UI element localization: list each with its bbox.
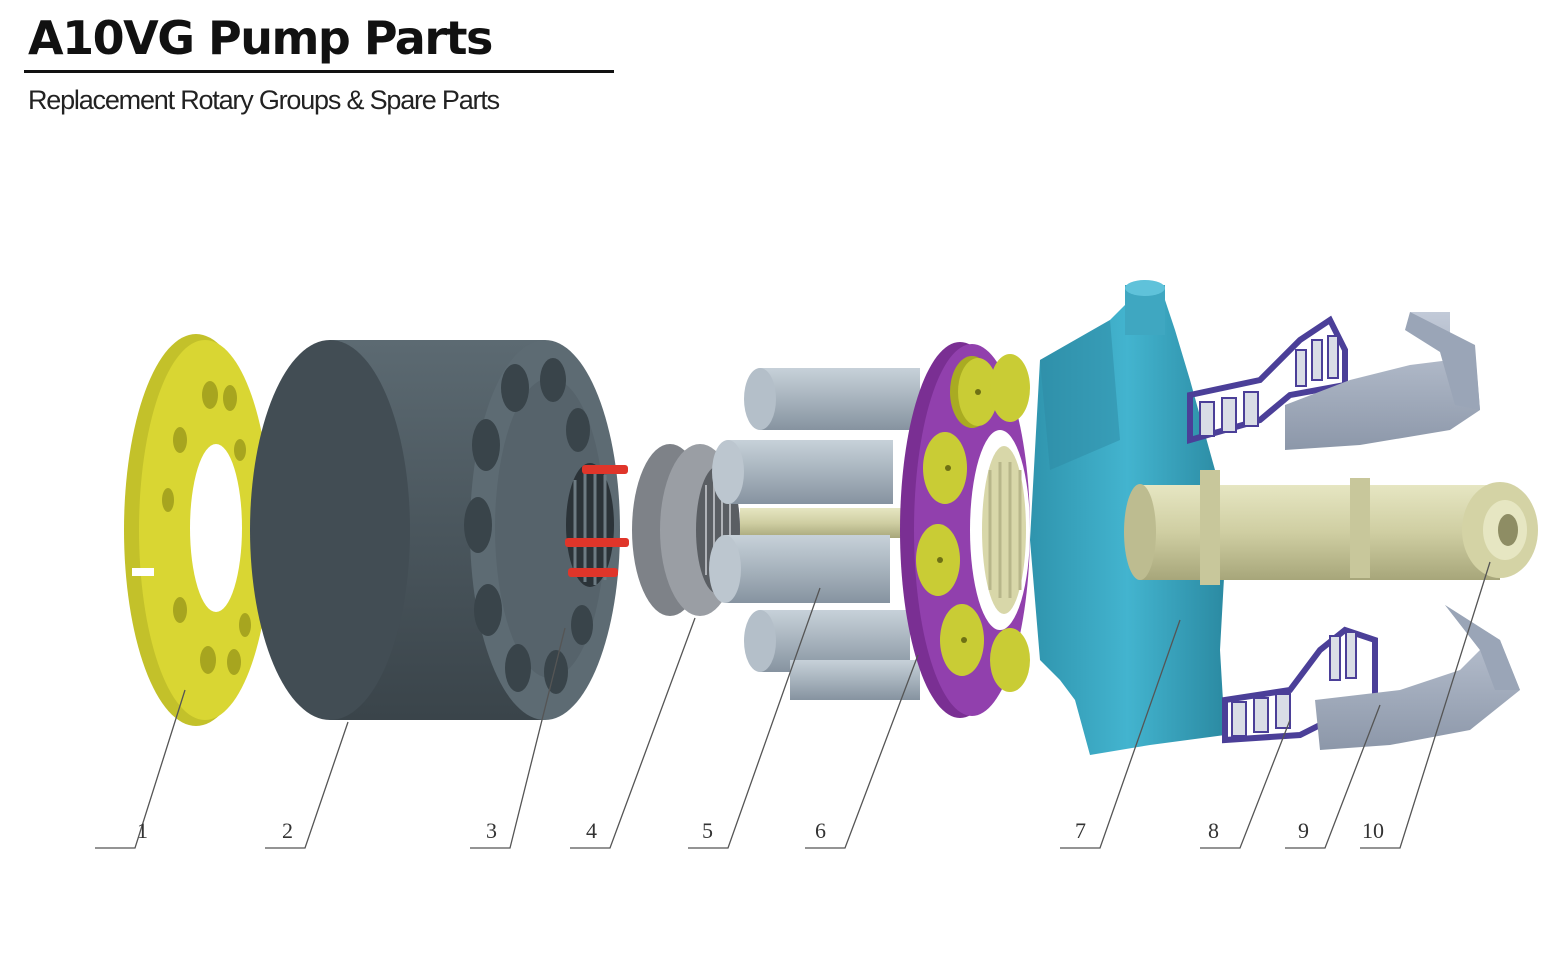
- callout-5: 5: [702, 818, 713, 843]
- callout-4: 4: [586, 818, 597, 843]
- callout-1: 1: [137, 818, 148, 843]
- callout-10: 10: [1362, 818, 1384, 843]
- callout-labels: 1 2 3 4 5 6 7 8 9 10: [137, 818, 1384, 843]
- slippers: [916, 354, 1030, 692]
- pistons-front: [709, 440, 893, 603]
- page-title: A10VG Pump Parts: [28, 11, 493, 65]
- pistons-part: [744, 368, 920, 700]
- spring-pins-part: [565, 465, 629, 577]
- header: A10VG Pump Parts Replacement Rotary Grou…: [24, 8, 614, 116]
- page-subtitle: Replacement Rotary Groups & Spare Parts: [28, 85, 500, 115]
- callout-6: 6: [815, 818, 826, 843]
- bearing-shell-part: [1285, 312, 1520, 750]
- callout-2: 2: [282, 818, 293, 843]
- callout-3: 3: [486, 818, 497, 843]
- bearing-cage-part: [1187, 315, 1378, 744]
- callout-9: 9: [1298, 818, 1309, 843]
- drive-shaft-part: [1124, 470, 1538, 585]
- callout-8: 8: [1208, 818, 1219, 843]
- cylinder-block-part: [250, 340, 620, 720]
- leader-lines: [95, 561, 1491, 849]
- valve-plate-part: [124, 334, 271, 726]
- callout-7: 7: [1075, 818, 1086, 843]
- title-underline: [24, 70, 614, 73]
